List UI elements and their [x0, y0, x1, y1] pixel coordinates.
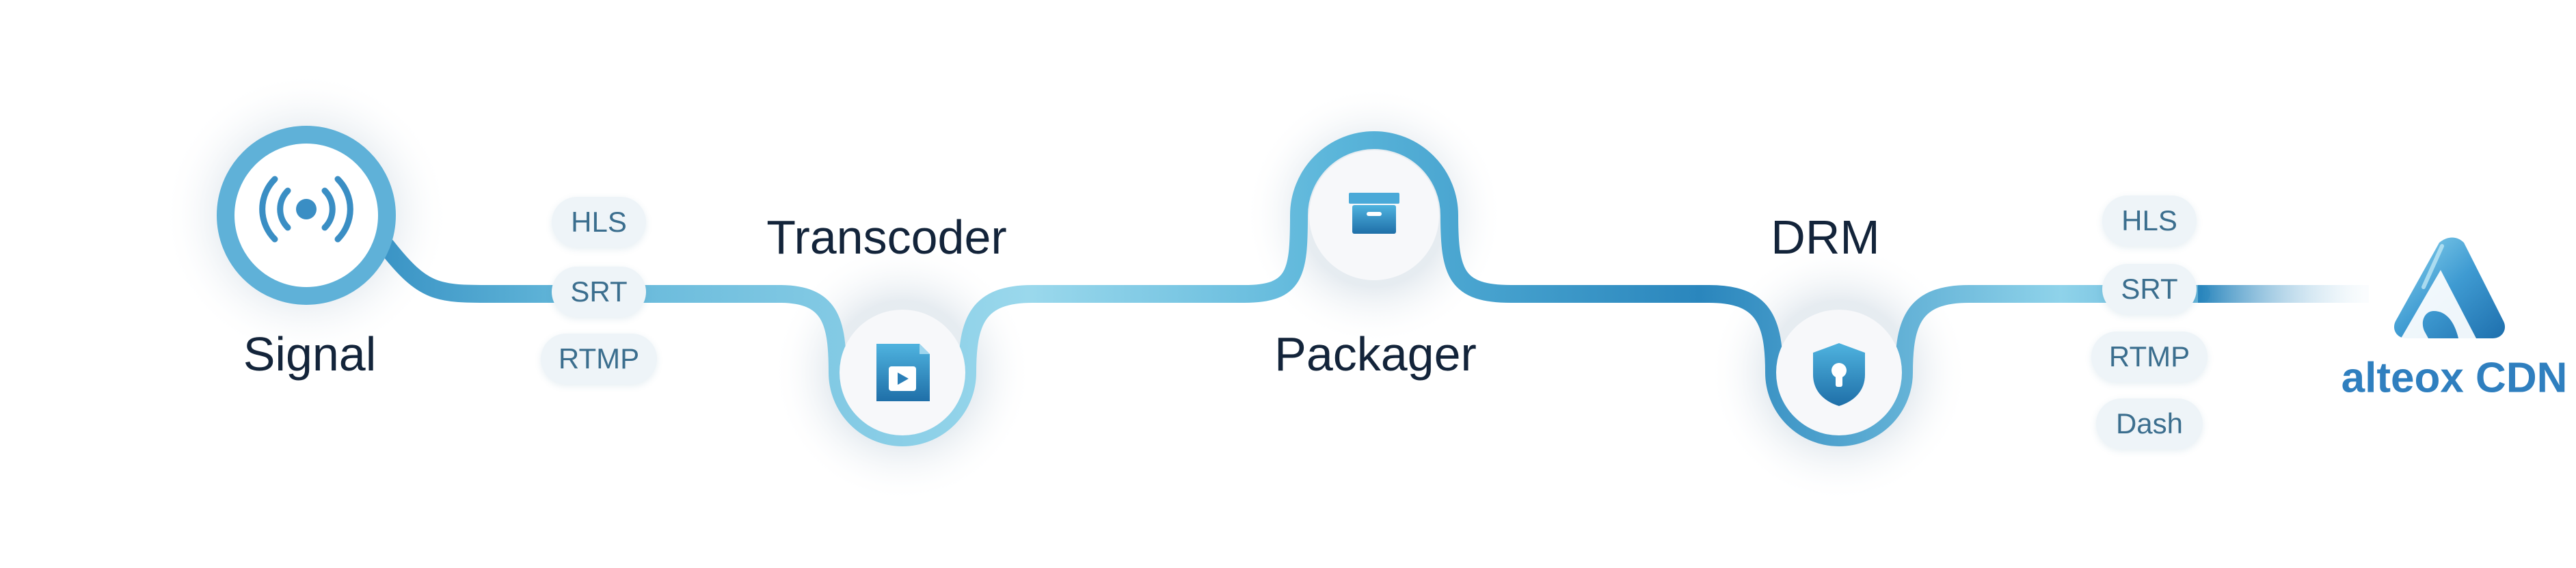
destination-label: alteox CDN	[2341, 354, 2568, 402]
output-protocol-pill: Dash	[2096, 398, 2203, 449]
pipeline-tail	[2198, 285, 2369, 303]
ingest-protocol-pill: SRT	[552, 267, 646, 317]
video-file-icon	[876, 344, 930, 401]
packager-label: Packager	[1274, 327, 1477, 381]
signal-label: Signal	[243, 327, 377, 381]
ingest-protocol-pill: RTMP	[541, 334, 657, 384]
archive-box-icon	[1349, 193, 1399, 234]
transcoder-label: Transcoder	[766, 211, 1007, 264]
alteox-logo-icon	[2393, 237, 2506, 338]
output-protocol-pill: SRT	[2102, 264, 2197, 314]
shield-lock-icon	[1813, 343, 1865, 406]
output-protocol-pill: HLS	[2102, 195, 2197, 246]
ingest-protocol-pill: HLS	[552, 197, 646, 247]
output-protocol-pill: RTMP	[2091, 332, 2208, 382]
pipeline-pipe	[377, 131, 2210, 446]
broadcast-icon	[259, 176, 353, 243]
drm-label: DRM	[1771, 211, 1880, 264]
